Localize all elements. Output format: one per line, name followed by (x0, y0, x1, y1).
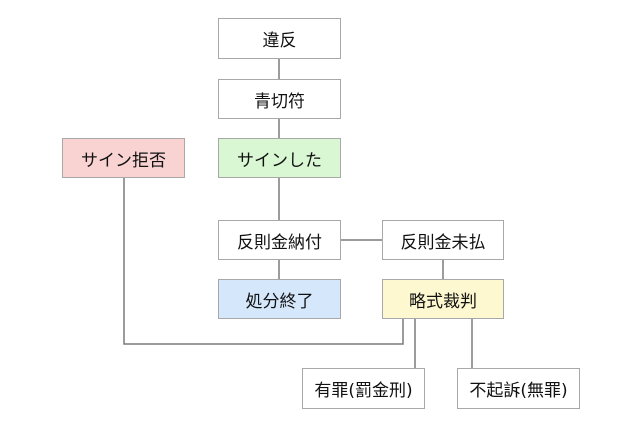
node-refused-label: サイン拒否 (81, 150, 166, 171)
node-case-closed-label: 処分終了 (245, 291, 314, 312)
node-guilty: 有罪(罰金刑) (302, 368, 425, 409)
node-fine-paid-label: 反則金納付 (237, 232, 322, 253)
node-violation: 違反 (218, 18, 341, 59)
node-summary-trial: 略式裁判 (382, 279, 504, 319)
node-summary-trial-label: 略式裁判 (409, 291, 477, 312)
node-guilty-label: 有罪(罰金刑) (314, 381, 413, 401)
node-violation-label: 違反 (262, 31, 297, 51)
node-fine-unpaid: 反則金未払 (382, 220, 504, 260)
node-refused: サイン拒否 (62, 138, 185, 178)
node-not-prosecuted-label: 不起訴(無罪) (469, 381, 568, 401)
node-not-prosecuted: 不起訴(無罪) (457, 368, 580, 409)
node-case-closed: 処分終了 (218, 279, 341, 319)
node-blue-ticket: 青切符 (218, 79, 341, 119)
node-fine-paid: 反則金納付 (218, 220, 341, 260)
node-signed: サインした (218, 138, 341, 178)
node-signed-label: サインした (237, 150, 322, 171)
node-blue-ticket-label: 青切符 (254, 91, 305, 112)
edge-refused-summary-trial (123, 178, 404, 345)
node-fine-unpaid-label: 反則金未払 (400, 232, 486, 253)
